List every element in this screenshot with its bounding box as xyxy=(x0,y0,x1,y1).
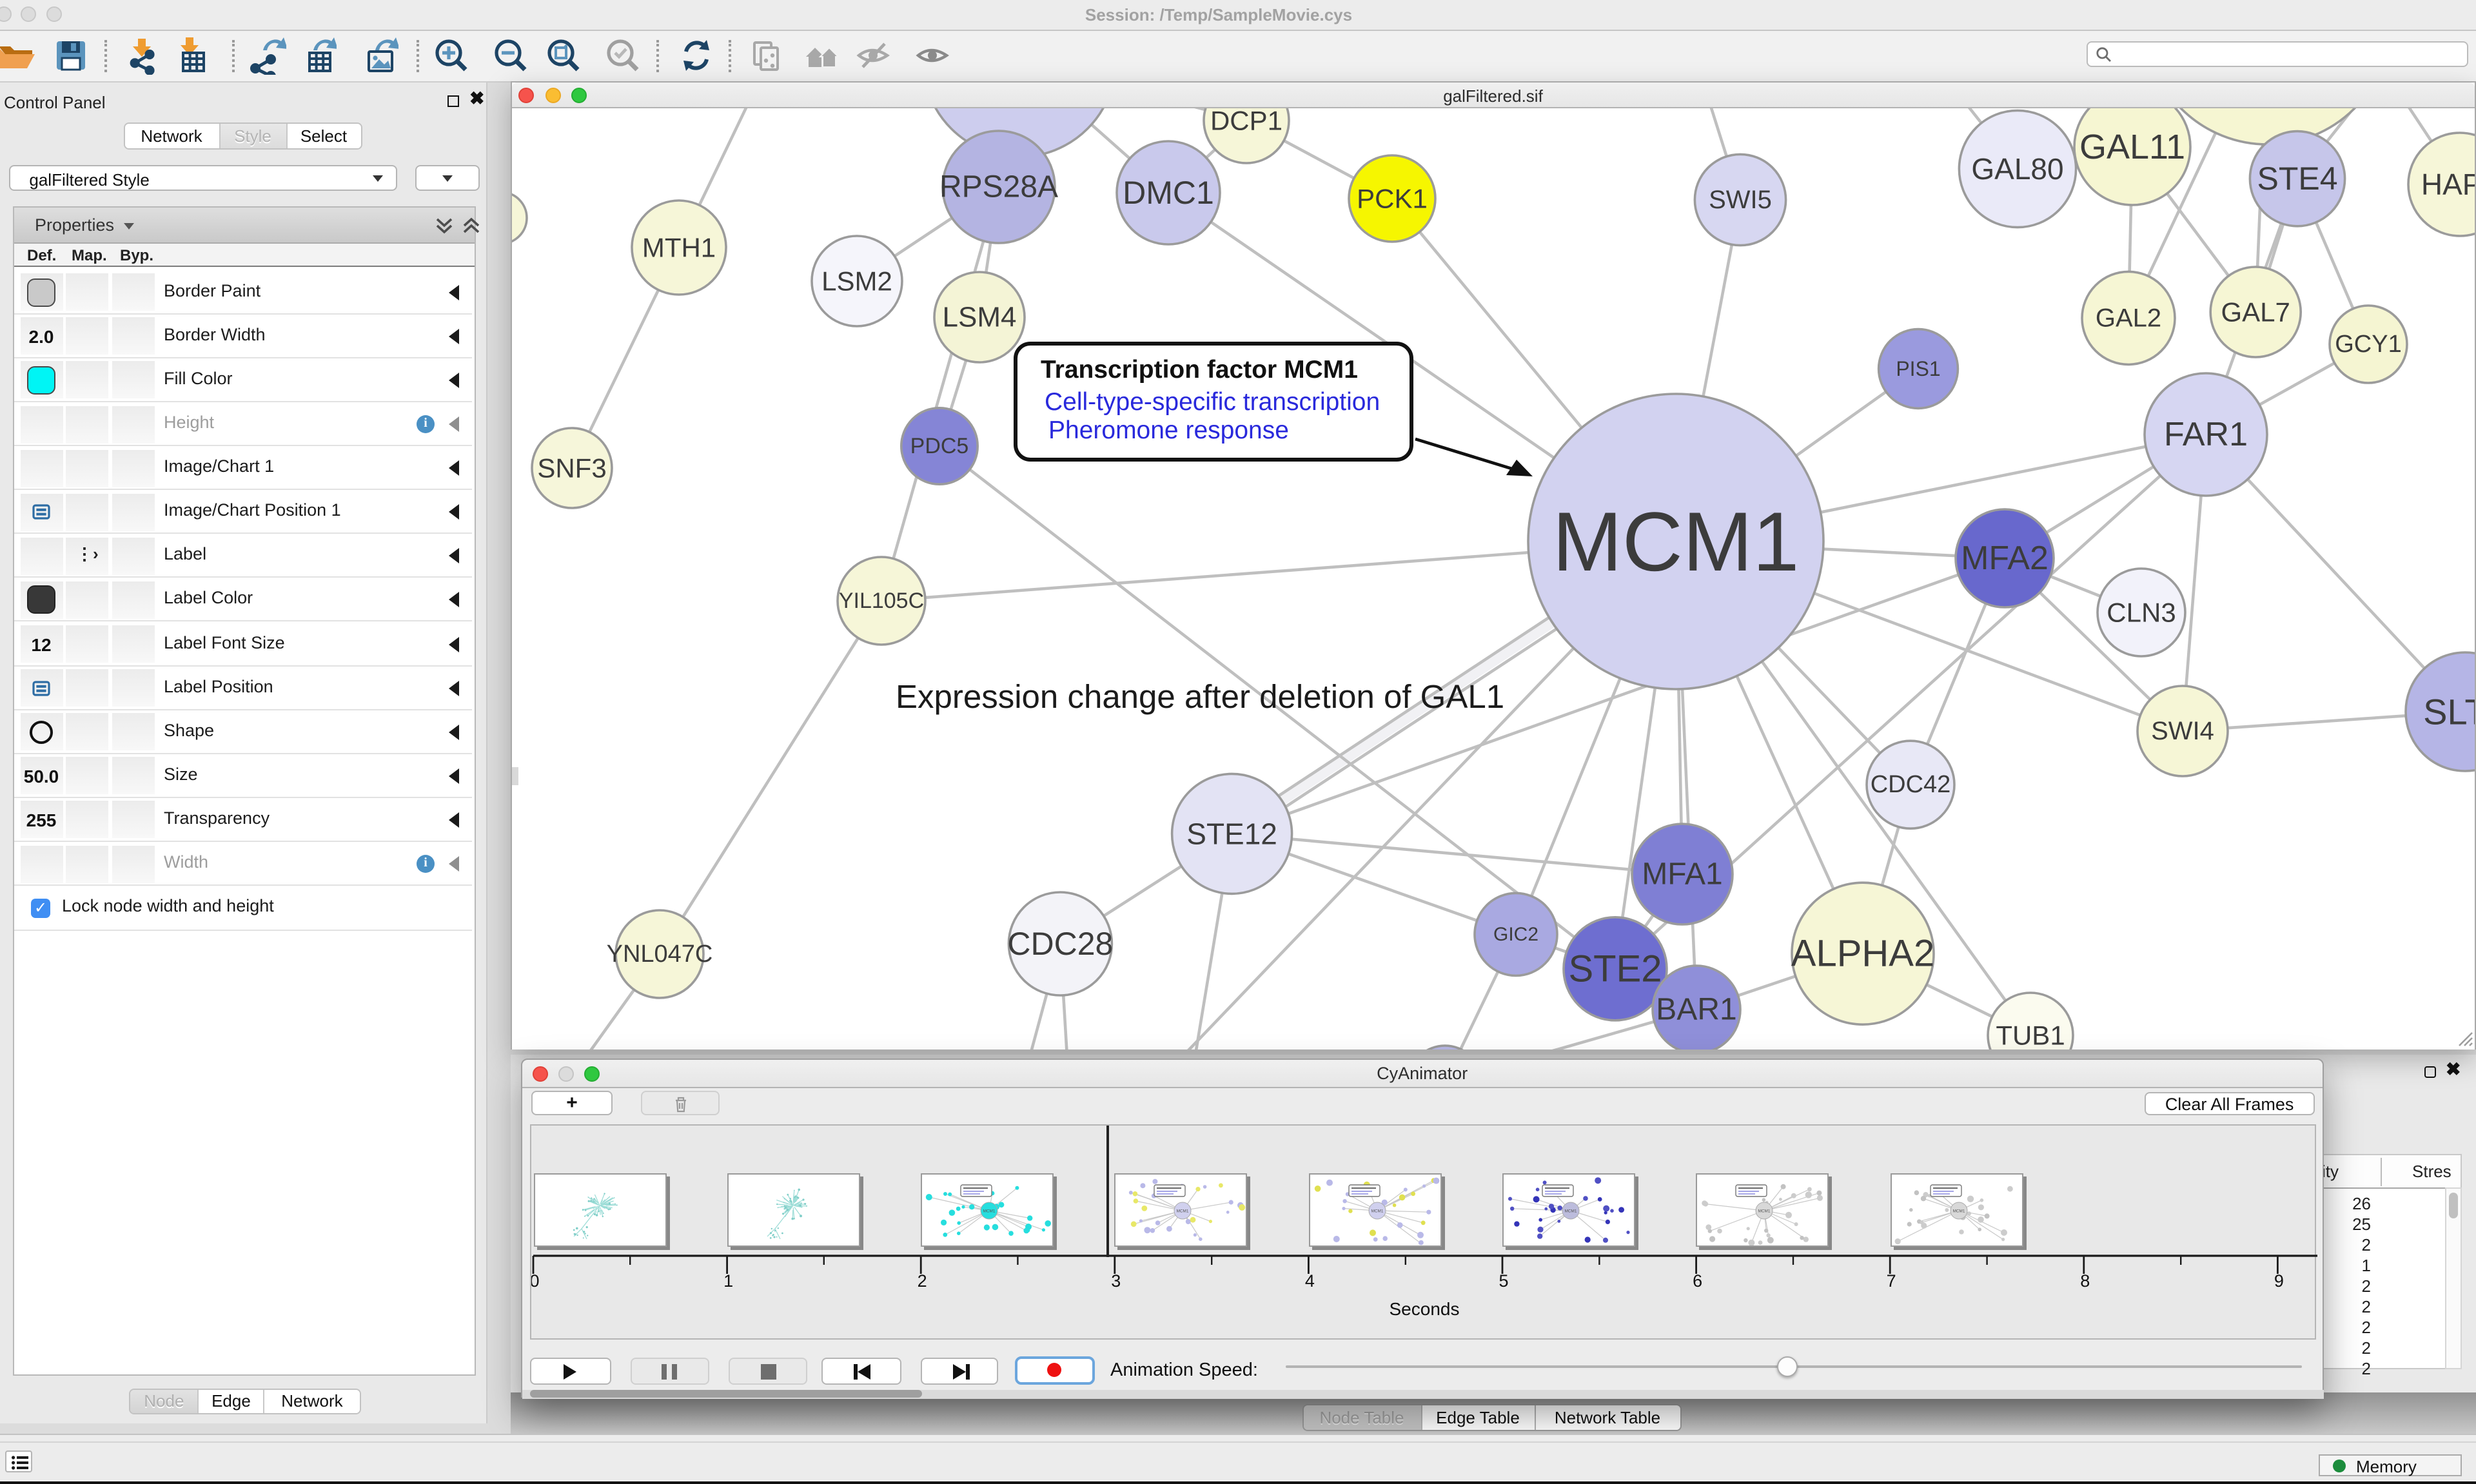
svg-text:GAL11: GAL11 xyxy=(2079,128,2185,166)
svg-text:BAR1: BAR1 xyxy=(1655,993,1736,1027)
svg-text:GAL80: GAL80 xyxy=(1970,152,2063,186)
svg-text:GIC2: GIC2 xyxy=(1493,924,1538,945)
svg-text:MCM1: MCM1 xyxy=(1177,1209,1189,1213)
svg-text:SWI4: SWI4 xyxy=(2150,717,2214,745)
svg-text:LSM4: LSM4 xyxy=(942,302,1016,333)
svg-text:DMC1: DMC1 xyxy=(1122,175,1213,211)
svg-text:CDC42: CDC42 xyxy=(1870,771,1950,798)
svg-text:SWI5: SWI5 xyxy=(1708,186,1771,214)
svg-text:FAR1: FAR1 xyxy=(2163,416,2247,453)
svg-text:STE12: STE12 xyxy=(1186,817,1277,850)
svg-text:GAL2: GAL2 xyxy=(2095,304,2161,332)
svg-text:MFA1: MFA1 xyxy=(1641,857,1722,892)
svg-text:CLN3: CLN3 xyxy=(2106,598,2175,628)
svg-text:STE4: STE4 xyxy=(2256,161,2337,197)
svg-text:MFA2: MFA2 xyxy=(1960,540,2048,577)
svg-text:PCK1: PCK1 xyxy=(1356,184,1427,214)
svg-text:ALPHA2: ALPHA2 xyxy=(1791,933,1934,975)
svg-text:PDC5: PDC5 xyxy=(910,434,968,458)
svg-text:SNF3: SNF3 xyxy=(536,453,605,483)
svg-text:MCM1: MCM1 xyxy=(1952,1209,1965,1213)
svg-text:CDC28: CDC28 xyxy=(1007,926,1112,962)
svg-text:Expression change after deleti: Expression change after deletion of GAL1 xyxy=(895,678,1504,715)
svg-text:YNL047C: YNL047C xyxy=(606,941,712,968)
svg-text:HAP2: HAP2 xyxy=(2421,168,2475,201)
svg-text:MCM1: MCM1 xyxy=(1371,1209,1383,1213)
svg-text:STE2: STE2 xyxy=(1567,948,1661,990)
svg-text:GAL7: GAL7 xyxy=(2220,297,2289,327)
svg-text:YIL105C: YIL105C xyxy=(838,589,923,613)
svg-text:MCM1: MCM1 xyxy=(983,1209,996,1213)
svg-text:MTH1: MTH1 xyxy=(642,233,715,263)
svg-text:MCM1: MCM1 xyxy=(1565,1209,1577,1213)
svg-text:DCP1: DCP1 xyxy=(1210,108,1282,136)
svg-text:MCM1: MCM1 xyxy=(1552,494,1799,589)
svg-text:MCM1: MCM1 xyxy=(1758,1209,1771,1213)
svg-text:PIS1: PIS1 xyxy=(1895,357,1940,380)
svg-text:GCY1: GCY1 xyxy=(2334,331,2401,358)
svg-text:RPS28A: RPS28A xyxy=(939,170,1057,204)
svg-text:TUB1: TUB1 xyxy=(1995,1020,2064,1050)
svg-text:SLT2: SLT2 xyxy=(2422,692,2475,732)
svg-text:LSM2: LSM2 xyxy=(821,266,892,297)
